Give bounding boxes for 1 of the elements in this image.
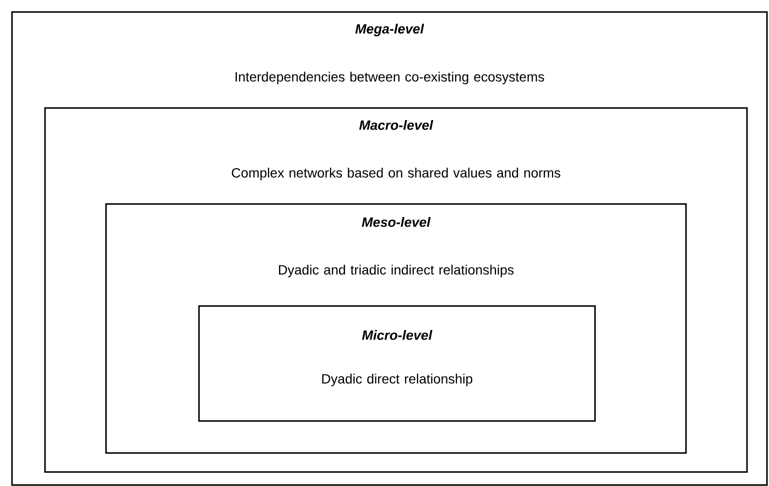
level-box: Micro-level Dyadic direct relationship [198, 305, 596, 422]
